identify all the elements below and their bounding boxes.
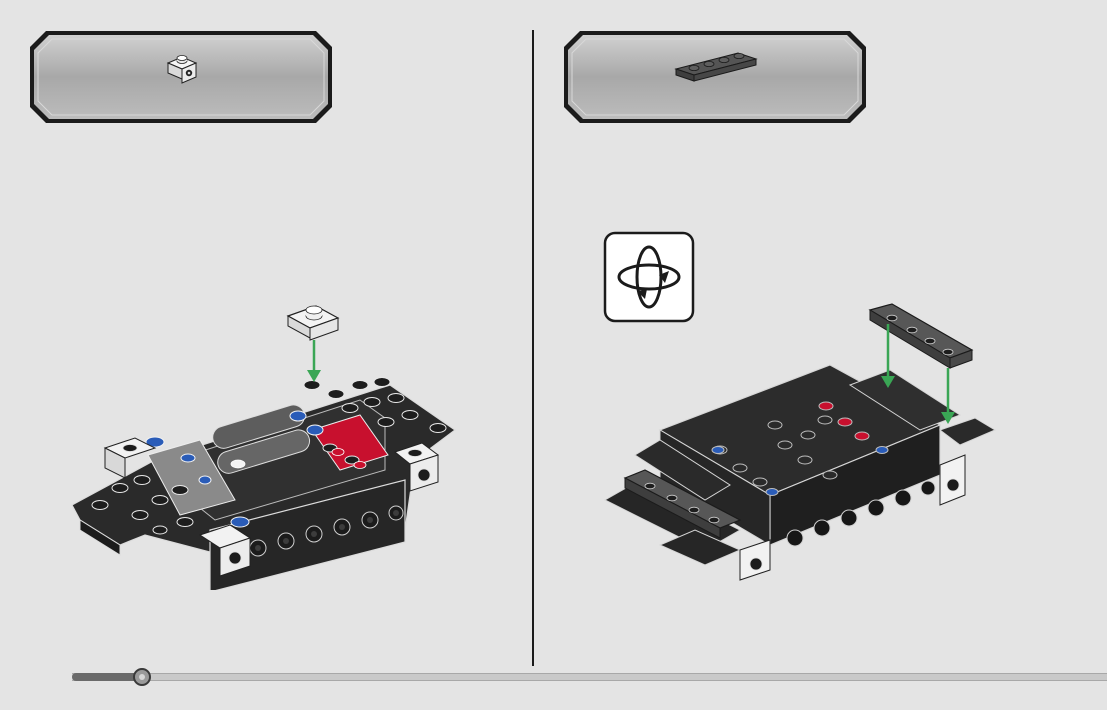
- progress-bar[interactable]: [72, 673, 1107, 681]
- chassis-base: [72, 378, 455, 591]
- parts-callout: [562, 29, 868, 125]
- parts-callout: [28, 29, 334, 125]
- progress-handle[interactable]: [133, 668, 151, 686]
- new-white-bracket: [288, 306, 338, 340]
- placement-arrow: [307, 340, 321, 382]
- white-bracket-rear: [740, 540, 770, 580]
- white-bracket-side: [940, 455, 965, 505]
- new-grey-plate: [870, 304, 972, 368]
- progress-track: [72, 673, 1107, 681]
- build-illustration-right: [600, 300, 1010, 600]
- panel-divider: [532, 30, 534, 666]
- chassis-flipped: [605, 365, 995, 580]
- progress-fill: [72, 673, 142, 681]
- build-illustration-left: [60, 290, 480, 590]
